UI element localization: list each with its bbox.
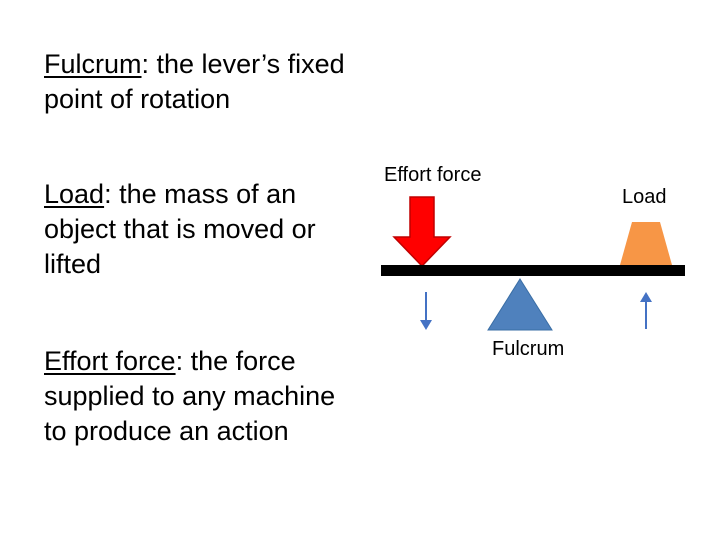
load-block-icon [620, 222, 672, 265]
effort-force-term: Effort force [44, 346, 176, 376]
effort-force-label: Effort force [384, 164, 482, 186]
load-term: Load [44, 179, 105, 209]
up-motion-arrow-icon [640, 292, 652, 329]
fulcrum-definition-text: : the lever’s fixed point of rotation [44, 49, 345, 114]
fulcrum-term: Fulcrum [44, 49, 142, 79]
load-definition: Load: the mass of an object that is move… [44, 177, 364, 282]
effort-force-arrow-icon [392, 196, 452, 268]
load-label: Load [622, 186, 667, 208]
lever-beam [381, 265, 685, 276]
effort-force-definition: Effort force: the force supplied to any … [44, 344, 364, 449]
load-definition-text: : the mass of an object that is moved or… [44, 179, 316, 279]
fulcrum-triangle-icon [487, 278, 553, 331]
down-motion-arrow-icon [420, 292, 432, 330]
effort-force-definition-text: : the force supplied to any machine to p… [44, 346, 336, 446]
fulcrum-label: Fulcrum [492, 338, 565, 360]
fulcrum-definition: Fulcrum: the lever’s fixed point of rota… [44, 47, 364, 117]
